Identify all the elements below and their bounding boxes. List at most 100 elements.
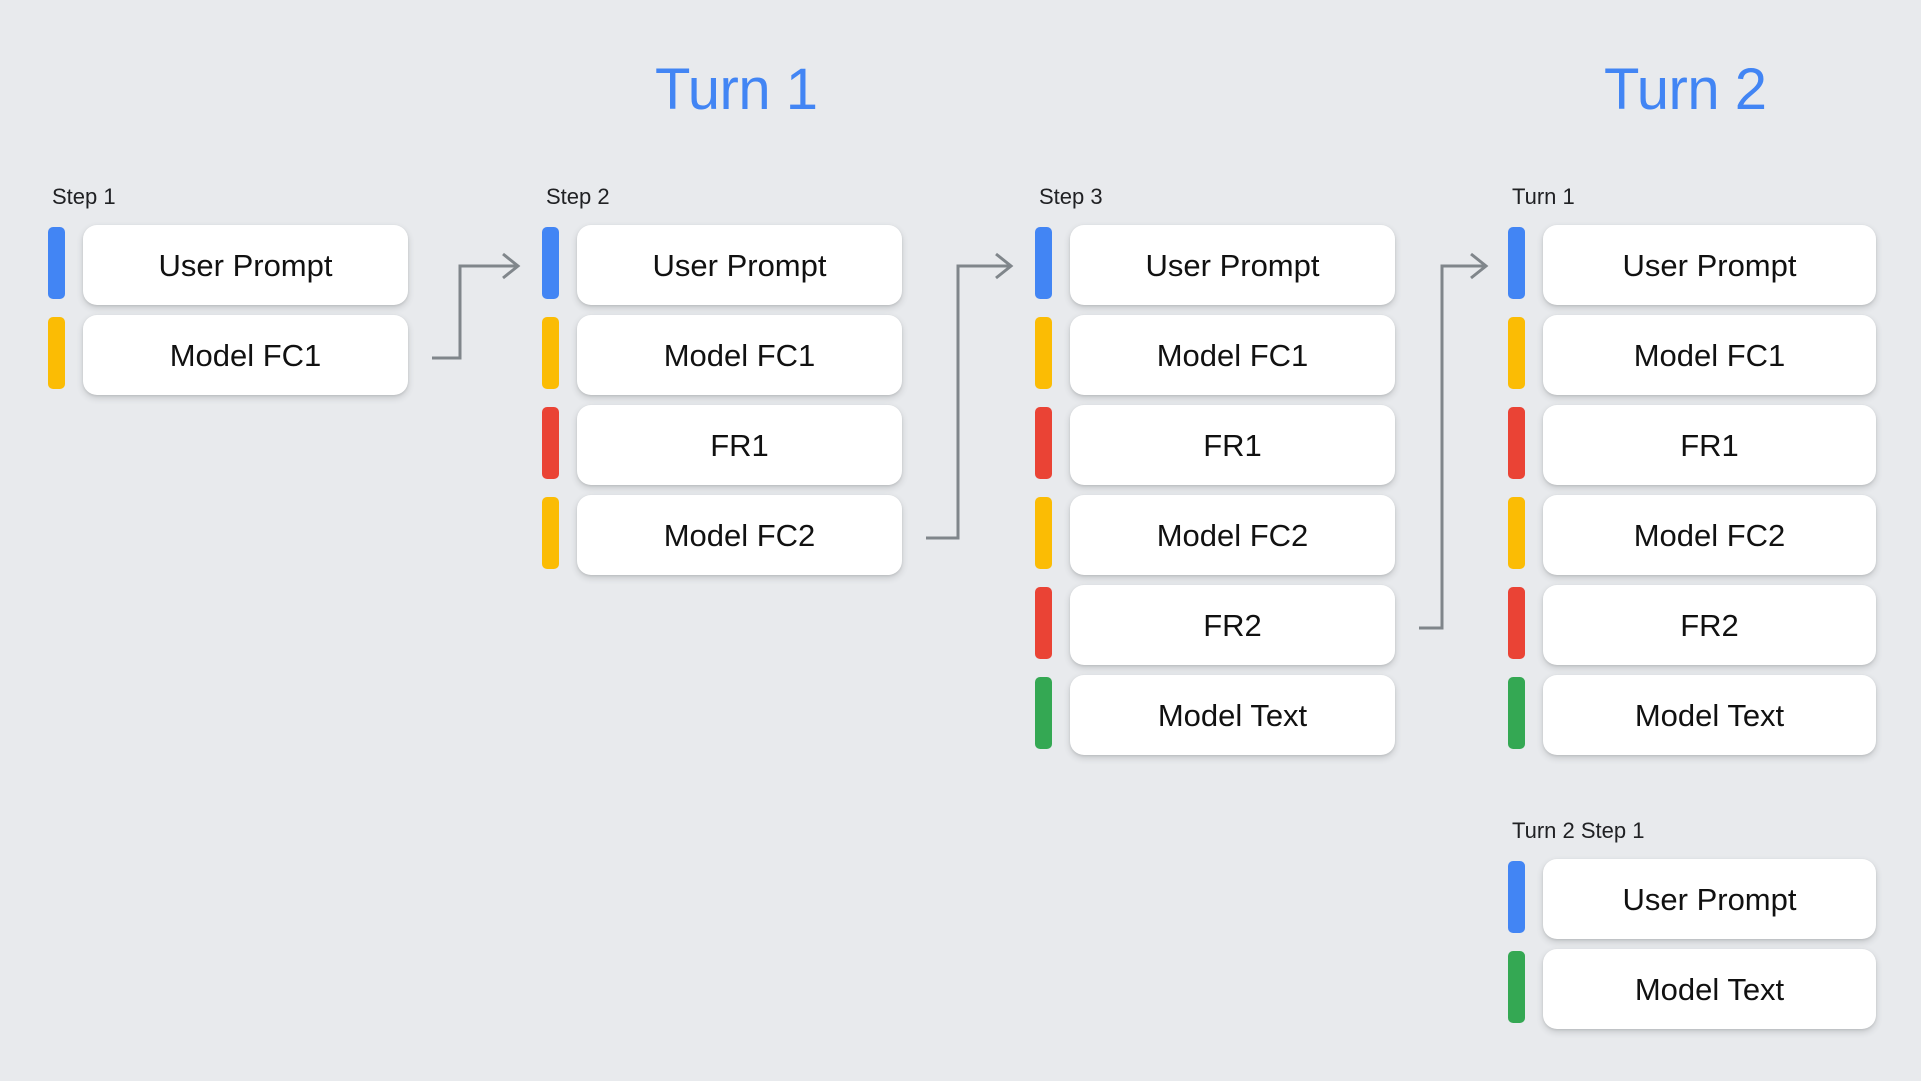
status-bar-model-function-call xyxy=(542,317,559,389)
card-model-fc2[interactable]: Model FC2 xyxy=(1543,495,1876,575)
connector-line xyxy=(432,264,518,360)
card-model-fc1[interactable]: Model FC1 xyxy=(83,315,408,395)
list-item[interactable]: Model Text xyxy=(1508,949,1876,1039)
card-label: User Prompt xyxy=(1622,881,1797,917)
list-item[interactable]: User Prompt xyxy=(1035,225,1395,315)
list-item[interactable]: Model FC1 xyxy=(1508,315,1876,405)
list-item[interactable]: Model Text xyxy=(1508,675,1876,765)
status-bar-user-prompt xyxy=(1035,227,1052,299)
list-item[interactable]: Model FC1 xyxy=(48,315,408,405)
status-bar-user-prompt xyxy=(542,227,559,299)
column-label-step-1: Step 1 xyxy=(52,184,116,209)
card-model-fc2[interactable]: Model FC2 xyxy=(577,495,902,575)
column-label-step-3: Step 3 xyxy=(1039,184,1103,209)
status-bar-model-function-call xyxy=(1035,497,1052,569)
status-bar-function-response xyxy=(1508,407,1525,479)
column-step-3: Step 3 User Prompt Model FC1 FR1 xyxy=(1035,186,1395,765)
row-stack-step-3: User Prompt Model FC1 FR1 Model FC2 xyxy=(1035,225,1395,765)
connector-step2-to-step3 xyxy=(926,252,1014,540)
status-bar-user-prompt xyxy=(1508,227,1525,299)
card-label: FR2 xyxy=(1680,607,1739,643)
card-model-text[interactable]: Model Text xyxy=(1070,675,1395,755)
connector-line xyxy=(926,264,1011,540)
row-stack-step-2: User Prompt Model FC1 FR1 Model FC2 xyxy=(542,225,902,585)
card-label: Model FC1 xyxy=(1156,337,1309,373)
status-bar-model-function-call xyxy=(1035,317,1052,389)
card-model-fc1[interactable]: Model FC1 xyxy=(1070,315,1395,395)
connector-line xyxy=(1419,264,1486,630)
column-step-1: Step 1 User Prompt Model FC1 xyxy=(48,186,408,405)
card-model-fc1[interactable]: Model FC1 xyxy=(577,315,902,395)
card-model-text[interactable]: Model Text xyxy=(1543,675,1876,755)
card-label: Model FC1 xyxy=(169,337,322,373)
status-bar-model-function-call xyxy=(1508,317,1525,389)
card-label: User Prompt xyxy=(652,247,827,283)
list-item[interactable]: FR2 xyxy=(1035,585,1395,675)
row-stack-turn-1: User Prompt Model FC1 FR1 Model FC2 xyxy=(1508,225,1876,765)
list-item[interactable]: Model Text xyxy=(1035,675,1395,765)
status-bar-model-text xyxy=(1508,677,1525,749)
column-turn-1: Turn 1 User Prompt Model FC1 FR1 xyxy=(1508,186,1876,765)
list-item[interactable]: Model FC2 xyxy=(1035,495,1395,585)
list-item[interactable]: Model FC1 xyxy=(1035,315,1395,405)
card-user-prompt[interactable]: User Prompt xyxy=(1543,225,1876,305)
column-label-turn-1: Turn 1 xyxy=(1512,184,1575,209)
arrow-right-icon xyxy=(1470,252,1489,280)
list-item[interactable]: FR1 xyxy=(1035,405,1395,495)
card-label: Model FC1 xyxy=(663,337,816,373)
status-bar-function-response xyxy=(542,407,559,479)
card-label: Model Text xyxy=(1634,971,1785,1007)
list-item[interactable]: User Prompt xyxy=(1508,225,1876,315)
card-user-prompt[interactable]: User Prompt xyxy=(1543,859,1876,939)
status-bar-model-function-call xyxy=(542,497,559,569)
list-item[interactable]: User Prompt xyxy=(48,225,408,315)
list-item[interactable]: User Prompt xyxy=(542,225,902,315)
card-label: Model FC2 xyxy=(663,517,816,553)
card-label: Model FC2 xyxy=(1633,517,1786,553)
card-label: Model Text xyxy=(1157,697,1308,733)
turn-1-heading: Turn 1 xyxy=(655,57,818,122)
card-model-fc1[interactable]: Model FC1 xyxy=(1543,315,1876,395)
column-turn-2-step-1: Turn 2 Step 1 User Prompt Model Text xyxy=(1508,820,1876,1039)
column-step-2: Step 2 User Prompt Model FC1 FR1 xyxy=(542,186,902,585)
row-stack-turn-2-step-1: User Prompt Model Text xyxy=(1508,859,1876,1039)
column-label-step-2: Step 2 xyxy=(546,184,610,209)
arrow-right-icon xyxy=(502,252,521,280)
card-fr1[interactable]: FR1 xyxy=(1543,405,1876,485)
list-item[interactable]: User Prompt xyxy=(1508,859,1876,949)
card-fr1[interactable]: FR1 xyxy=(577,405,902,485)
list-item[interactable]: FR1 xyxy=(1508,405,1876,495)
status-bar-function-response xyxy=(1035,587,1052,659)
list-item[interactable]: FR2 xyxy=(1508,585,1876,675)
card-user-prompt[interactable]: User Prompt xyxy=(577,225,902,305)
card-fr2[interactable]: FR2 xyxy=(1070,585,1395,665)
status-bar-model-function-call xyxy=(1508,497,1525,569)
connector-step1-to-step2 xyxy=(432,252,521,360)
card-model-text[interactable]: Model Text xyxy=(1543,949,1876,1029)
list-item[interactable]: Model FC1 xyxy=(542,315,902,405)
card-label: FR1 xyxy=(1203,427,1262,463)
card-label: User Prompt xyxy=(1145,247,1320,283)
status-bar-model-function-call xyxy=(48,317,65,389)
card-label: User Prompt xyxy=(1622,247,1797,283)
list-item[interactable]: Model FC2 xyxy=(542,495,902,585)
card-label: User Prompt xyxy=(158,247,333,283)
list-item[interactable]: Model FC2 xyxy=(1508,495,1876,585)
connector-step3-to-turn1 xyxy=(1419,252,1489,630)
card-user-prompt[interactable]: User Prompt xyxy=(83,225,408,305)
card-label: FR1 xyxy=(1680,427,1739,463)
card-model-fc2[interactable]: Model FC2 xyxy=(1070,495,1395,575)
card-label: FR2 xyxy=(1203,607,1262,643)
card-label: Model Text xyxy=(1634,697,1785,733)
card-user-prompt[interactable]: User Prompt xyxy=(1070,225,1395,305)
row-stack-step-1: User Prompt Model FC1 xyxy=(48,225,408,405)
status-bar-function-response xyxy=(1035,407,1052,479)
card-fr1[interactable]: FR1 xyxy=(1070,405,1395,485)
list-item[interactable]: FR1 xyxy=(542,405,902,495)
status-bar-user-prompt xyxy=(1508,861,1525,933)
status-bar-model-text xyxy=(1508,951,1525,1023)
card-label: FR1 xyxy=(710,427,769,463)
card-fr2[interactable]: FR2 xyxy=(1543,585,1876,665)
status-bar-function-response xyxy=(1508,587,1525,659)
